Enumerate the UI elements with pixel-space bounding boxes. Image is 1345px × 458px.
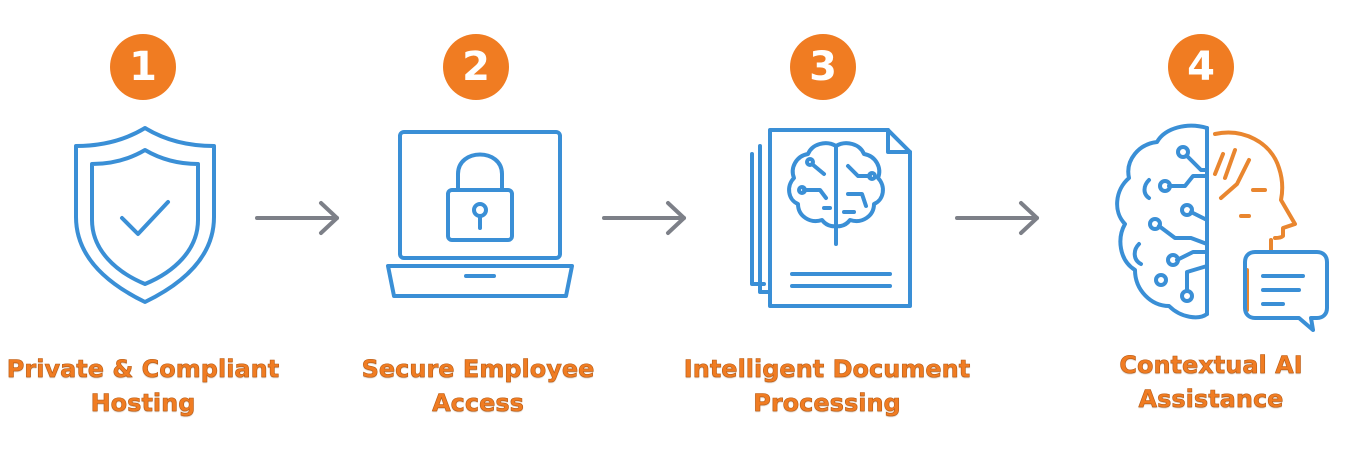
step-label: Private & Compliant Hosting: [0, 352, 303, 420]
step-label-line: Contextual AI: [1119, 351, 1303, 380]
step-1: 1 Private & Compliant Hosting: [0, 0, 303, 458]
step-label: Contextual AI Assistance: [1051, 348, 1345, 416]
arrow-right-icon: [955, 201, 1039, 235]
step-number-badge: 1: [110, 34, 176, 100]
step-label-line: Assistance: [1138, 385, 1284, 414]
document-brain-icon: [750, 128, 912, 308]
step-number-badge: 4: [1168, 34, 1234, 100]
step-label-line: Intelligent Document: [683, 355, 971, 384]
step-4: 4: [1051, 0, 1345, 458]
arrow-right-icon: [602, 201, 686, 235]
step-label: Secure Employee Access: [318, 352, 638, 420]
step-label-line: Private & Compliant: [6, 355, 280, 384]
step-3: 3 Intelligent Document Processing: [667, 0, 987, 458]
step-2: 2 Secure Employee Access: [318, 0, 638, 458]
laptop-lock-icon: [386, 130, 574, 298]
step-label: Intelligent Document Processing: [667, 352, 987, 420]
shield-check-icon: [74, 126, 216, 304]
step-number-badge: 3: [790, 34, 856, 100]
step-number-badge: 2: [443, 34, 509, 100]
arrow-right-icon: [255, 201, 339, 235]
step-label-line: Secure Employee: [361, 355, 595, 384]
step-label-line: Access: [432, 389, 524, 418]
brain-chat-icon: [1115, 123, 1329, 332]
step-label-line: Hosting: [90, 389, 196, 418]
step-label-line: Processing: [753, 389, 901, 418]
